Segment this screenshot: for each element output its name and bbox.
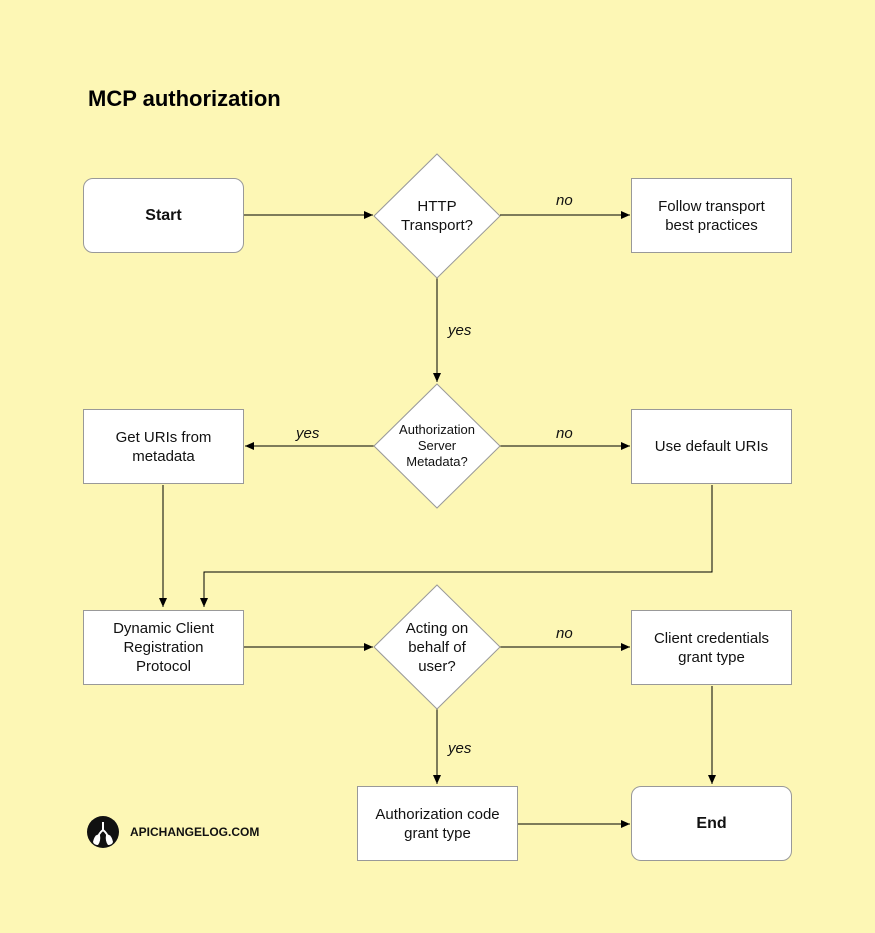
edge-label-http-yes: yes [448, 322, 472, 339]
get-uris-node: Get URIs from metadata [83, 409, 244, 484]
edge-label-meta-yes: yes [296, 425, 320, 442]
end-node: End [631, 786, 792, 861]
edge-label-acting-no: no [556, 625, 573, 642]
decision-auth-metadata-shape [373, 383, 501, 509]
start-node: Start [83, 178, 244, 253]
follow-transport-node: Follow transport best practices [631, 178, 792, 253]
default-uris-node: Use default URIs [631, 409, 792, 484]
brand-footer: APICHANGELOG.COM [86, 815, 259, 849]
decision-acting-behalf-shape [373, 584, 501, 710]
auth-code-node: Authorization code grant type [357, 786, 518, 861]
decision-http-transport-label: HTTP Transport? [401, 198, 473, 234]
brand-text: APICHANGELOG.COM [130, 825, 260, 839]
edge-label-http-no: no [556, 192, 573, 209]
decision-http-transport-shape [373, 153, 501, 279]
edge-label-meta-no: no [556, 425, 573, 442]
decision-auth-metadata-label: Authorization Server Metadata? [399, 422, 475, 469]
edge-default-to-dcr [200, 485, 713, 607]
decision-acting-behalf-label: Acting on behalf of user? [405, 619, 469, 675]
edge-label-acting-yes: yes [448, 740, 472, 757]
diagram-title: MCP authorization [88, 86, 281, 111]
dcr-node: Dynamic Client Registration Protocol [83, 610, 244, 685]
client-credentials-node: Client credentials grant type [631, 610, 792, 685]
lungs-logo-icon [87, 816, 119, 848]
